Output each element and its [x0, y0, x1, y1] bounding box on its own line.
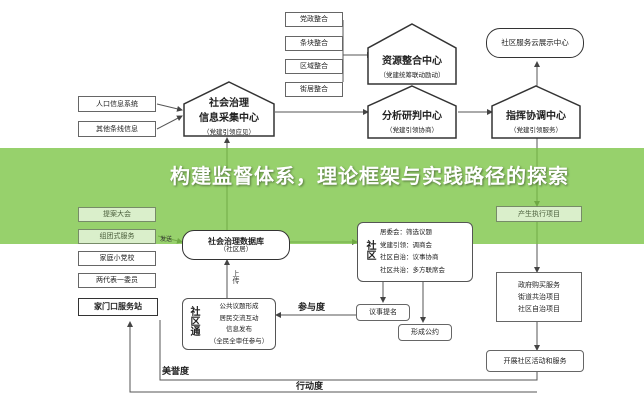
- cloud-platform: 社区服务云展示中心: [486, 28, 584, 58]
- resource-center-sub: （党建统筹联动励动）: [379, 71, 445, 79]
- command-center: 指挥协调中心 （党建引领服务）: [492, 107, 580, 134]
- command-center-name: 指挥协调中心: [506, 111, 566, 122]
- banner-title: 构建监督体系，理论框架与实践路径的探索: [170, 164, 569, 188]
- region-integration: 区域整合: [285, 59, 343, 74]
- left-item-group-service: 组团式服务: [78, 229, 156, 244]
- tongzhi-line: 公共议题形成: [219, 302, 259, 310]
- left-item-proposal: 提案大会: [78, 207, 156, 222]
- community-activities: 开展社区活动和服务: [486, 350, 584, 372]
- service-list: 政府购买服务 街道共治项目 社区自治项目: [496, 272, 582, 322]
- service-item: 社区自治项目: [518, 305, 560, 313]
- shequ-lines: 居委会：筛选议题 党建引领：调商会 社区自治：议事协商 社区共治：多方联席会: [380, 226, 445, 276]
- street-integration: 街居整合: [285, 82, 343, 97]
- resource-center: 资源整合中心 （党建统筹联动励动）: [368, 52, 456, 79]
- other-line-info: 其他条线信息: [78, 121, 156, 137]
- resource-center-name: 资源整合中心: [382, 56, 442, 67]
- party-integration: 党政整合: [285, 12, 343, 27]
- database-name: 社会治理数据库: [208, 236, 264, 246]
- shequ-line: 居委会：筛选议题: [380, 228, 432, 236]
- title-banner: [0, 148, 644, 244]
- info-center-name: 社会治理 信息采集中心: [199, 98, 259, 124]
- analysis-center-sub: （党建引领协商）: [386, 126, 438, 134]
- resource-center-shape: [367, 23, 457, 85]
- shequ-line: 社区共治：多方联席会: [380, 265, 445, 274]
- left-item-family-school: 家庭小党校: [78, 251, 156, 266]
- tongzhi-line: （全民全审任参与）: [209, 336, 269, 345]
- info-center-sub: （党建引领应见）: [203, 128, 255, 136]
- upload-label: 上传: [232, 270, 240, 284]
- analysis-center-name: 分析研判中心: [382, 111, 442, 122]
- command-center-shape: [491, 85, 581, 139]
- form-convention: 形成公约: [398, 324, 452, 341]
- reputation-degree: 美誉度: [162, 367, 190, 377]
- service-item: 街道共治项目: [518, 293, 560, 301]
- action-degree: 行动度: [296, 382, 324, 392]
- tongzhi-label: 社区通: [188, 306, 199, 336]
- send-label: 发送: [160, 236, 173, 243]
- database-sub: （社区居）: [219, 244, 253, 253]
- analysis-center: 分析研判中心 （党建引领协商）: [368, 107, 456, 134]
- info-collection-center: 社会治理 信息采集中心 （党建引领应见）: [184, 94, 274, 136]
- tongzhi-line: 居民交流互动: [219, 313, 259, 322]
- shequ-line: 党建引领：调商会: [380, 240, 432, 249]
- left-item-doorstep-station: 家门口服务站: [78, 298, 158, 316]
- left-item-two-reps: 两代表一委员: [78, 273, 156, 288]
- shequ-block: [357, 222, 473, 282]
- service-item: 政府购买服务: [518, 281, 560, 289]
- command-center-sub: （党建引领服务）: [510, 126, 562, 134]
- participation-degree: 参与度: [298, 303, 326, 313]
- tongzhi-line: 信息发布: [226, 325, 252, 333]
- shequ-tong-block: [182, 298, 276, 350]
- execute-project: 产生执行项目: [496, 206, 582, 222]
- governance-database: 社会治理数据库 （社区居）: [182, 230, 290, 260]
- shequ-label: 社区: [364, 240, 375, 260]
- shequ-line: 社区自治：议事协商: [380, 253, 439, 261]
- info-center-shape: [183, 81, 275, 137]
- analysis-center-shape: [367, 85, 457, 139]
- tongzhi-lines: 公共议题形成 居民交流互动 信息发布 （全民全审任参与）: [204, 301, 274, 347]
- population-info-system: 人口信息系统: [78, 96, 156, 112]
- block-integration: 条块整合: [285, 36, 343, 51]
- discussion-nomination: 议事提名: [356, 304, 410, 321]
